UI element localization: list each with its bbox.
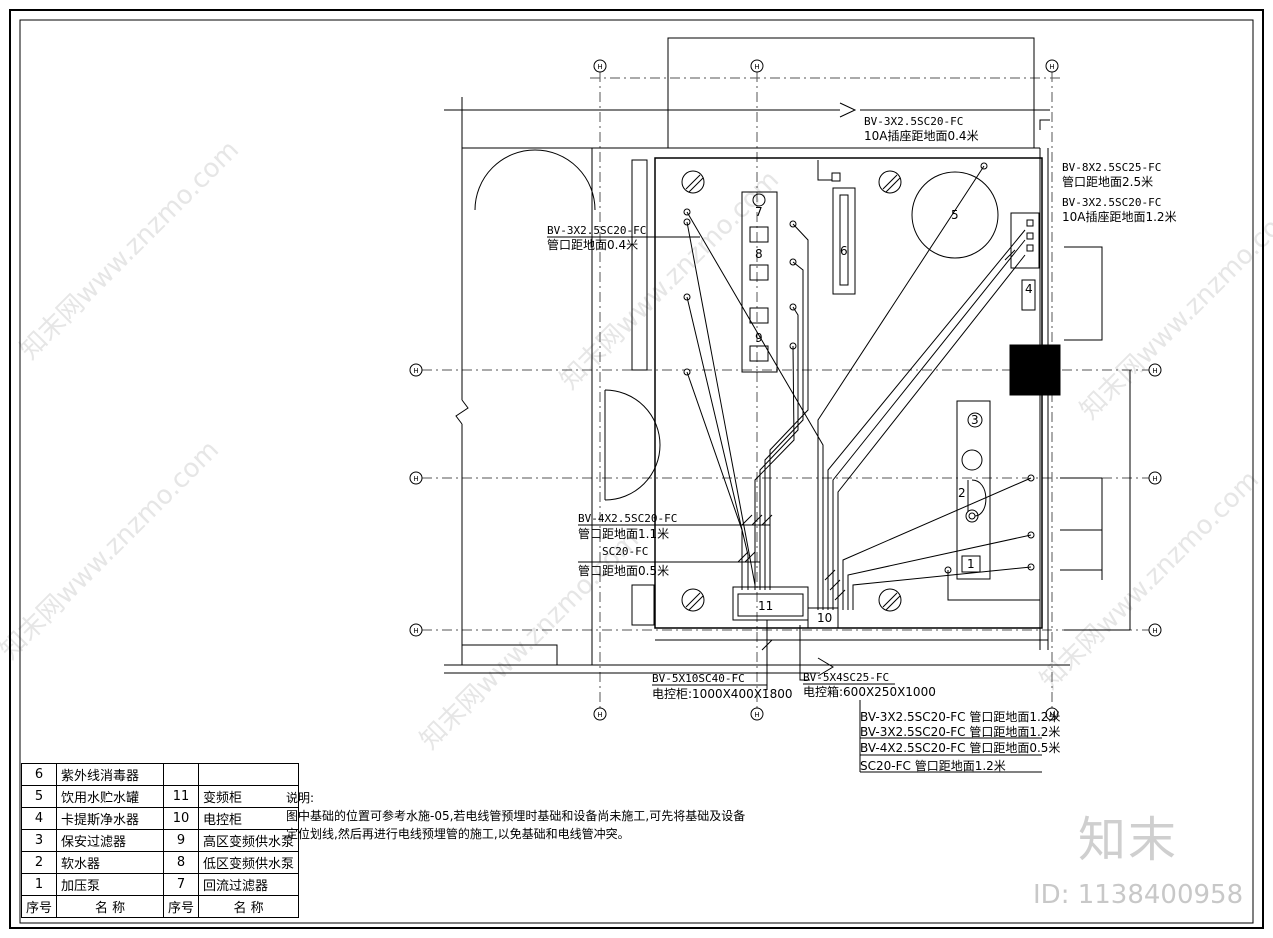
legend-header-name: 名 称 [198,895,300,918]
annotation-cable: BV-3X2.5SC20-FC [864,115,964,128]
notes-line: 图中基础的位置可参考水施-05,若电线管预埋时基础和设备尚未施工,可先将基础及设… [286,809,746,823]
legend-no: 6 [20,763,58,786]
table-row: 2 软水器 8 低区变频供水泵 [20,851,300,874]
annotation-cable: SC20-FC [602,545,649,558]
annotation-height: 电控箱:600X250X1000 [803,685,936,699]
notes-block: 说明: 图中基础的位置可参考水施-05,若电线管预埋时基础和设备尚未施工,可先将… [286,789,745,843]
legend-no: 4 [20,807,58,830]
svg-text:H: H [597,63,602,71]
notes-title: 说明: [286,791,315,805]
legend-name: 饮用水贮水罐 [56,785,165,808]
equipment-number: 6 [840,244,848,258]
annotation-height: 管口距地面0.4米 [547,238,639,252]
table-row: 1 加压泵 7 回流过滤器 [20,873,300,896]
legend-name: 软水器 [56,851,165,874]
equipment-number: 8 [755,247,763,261]
annotation-height: 10A插座距地面0.4米 [864,129,979,143]
legend-header-name: 名 称 [56,895,165,918]
equipment-number: 7 [755,205,763,219]
table-row: 3 保安过滤器 9 高区变频供水泵 [20,829,300,852]
annotation-cable: BV-3X2.5SC20-FC [1062,196,1162,209]
legend-no [163,763,200,786]
equipment-number: 10 [817,611,833,625]
svg-text:H: H [1049,63,1054,71]
svg-text:H: H [754,63,759,71]
svg-text:H: H [1152,475,1157,483]
equipment-legend-table: 6 紫外线消毒器 5 饮用水贮水罐 11 变频柜 4 卡提斯净水器 10 电控柜… [20,763,300,918]
annotation-row: SC20-FC 管口距地面1.2米 [860,759,1006,773]
equipment-number: 1 [967,557,975,571]
svg-text:H: H [1049,711,1054,719]
legend-header-no: 序号 [20,895,58,918]
annotation-cable: BV-8X2.5SC25-FC [1062,161,1162,174]
legend-no: 9 [163,829,200,852]
svg-text:H: H [1152,367,1157,375]
table-row: 5 饮用水贮水罐 11 变频柜 [20,785,300,808]
svg-text:H: H [413,475,418,483]
legend-name: 紫外线消毒器 [56,763,165,786]
equipment-number: 2 [958,486,966,500]
legend-name: 加压泵 [56,873,165,896]
legend-no: 7 [163,873,200,896]
legend-name: 电控柜 [198,807,300,830]
legend-name [198,763,300,786]
legend-name: 回流过滤器 [198,873,300,896]
legend-header-no: 序号 [163,895,200,918]
svg-text:H: H [1152,627,1157,635]
table-row: 4 卡提斯净水器 10 电控柜 [20,807,300,830]
svg-text:H: H [754,711,759,719]
annotation-cable: BV-5X10SC40-FC [652,672,745,685]
table-row: 6 紫外线消毒器 [20,763,300,786]
table-header-row: 序号 名 称 序号 名 称 [20,895,300,918]
annotation-cable: BV-3X2.5SC20-FC [547,224,647,237]
equipment-number: 11 [758,599,774,613]
image-id-label: ID: 1138400958 [1033,880,1244,910]
annotation-height: 管口距地面0.5米 [578,564,670,578]
legend-no: 1 [20,873,58,896]
legend-name: 变频柜 [198,785,300,808]
legend-no: 10 [163,807,200,830]
svg-text:H: H [597,711,602,719]
legend-no: 8 [163,851,200,874]
annotation-height: 管口距地面2.5米 [1062,175,1154,189]
legend-name: 高区变频供水泵 [198,829,300,852]
legend-no: 2 [20,851,58,874]
legend-name: 低区变频供水泵 [198,851,300,874]
equipment-number: 3 [971,413,979,427]
annotation-height: 电控柜:1000X400X1800 [652,687,793,701]
notes-line: 定位划线,然后再进行电线预埋管的施工,以免基础和电线管冲突。 [286,827,630,841]
equipment-number: 5 [951,208,959,222]
annotation-height: 10A插座距地面1.2米 [1062,210,1177,224]
annotation-cable: BV-4X2.5SC20-FC [578,512,678,525]
equipment-number: 9 [755,331,763,345]
annotation-cable: BV-5X4SC25-FC [803,671,890,684]
svg-text:H: H [413,627,418,635]
legend-no: 5 [20,785,58,808]
legend-name: 卡提斯净水器 [56,807,165,830]
brand-logo: 知末 [1078,812,1179,868]
legend-no: 3 [20,829,58,852]
annotation-row: BV-3X2.5SC20-FC 管口距地面1.2米 [860,710,1061,724]
annotation-height: 管口距地面1.1米 [578,527,670,541]
equipment-number: 4 [1025,282,1033,296]
legend-name: 保安过滤器 [56,829,165,852]
annotation-row: BV-3X2.5SC20-FC 管口距地面1.2米 [860,725,1061,739]
annotation-row: BV-4X2.5SC20-FC 管口距地面0.5米 [860,741,1061,755]
svg-text:H: H [413,367,418,375]
legend-no: 11 [163,785,200,808]
